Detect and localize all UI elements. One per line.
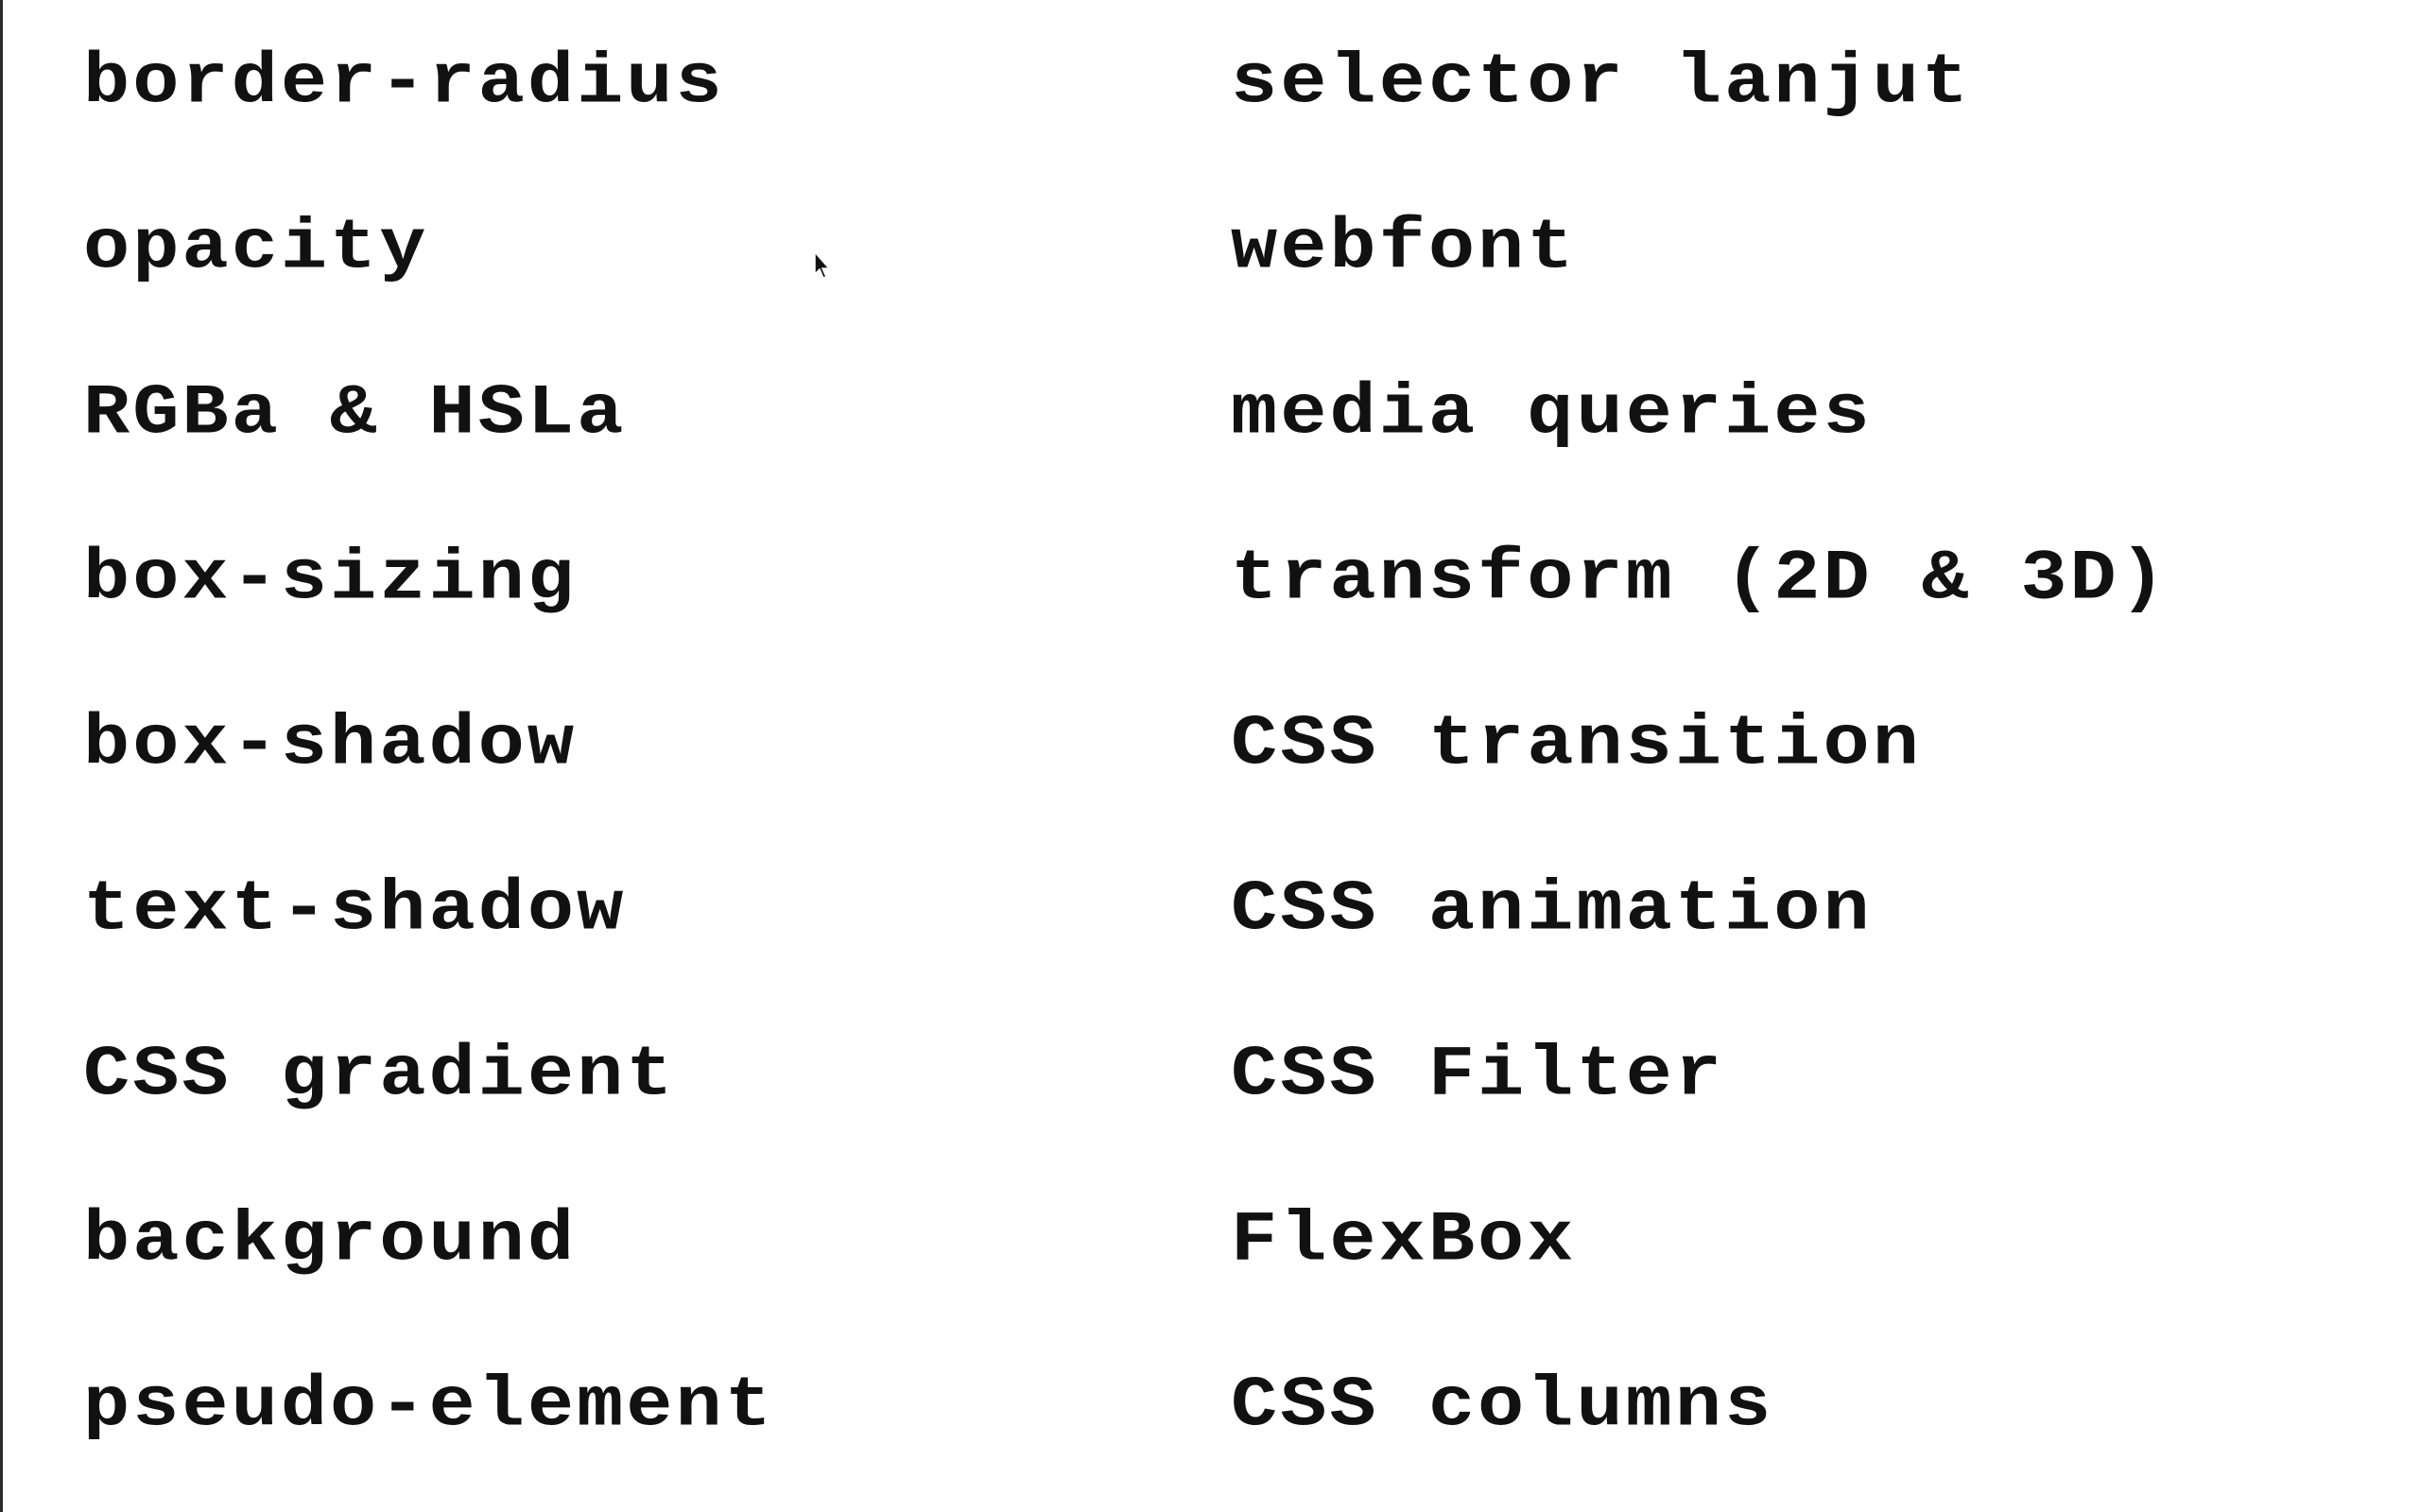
topic-item: box-sizing: [83, 538, 578, 620]
topic-item: CSS transition: [1231, 703, 1922, 785]
slide-left-edge: [0, 0, 3, 1512]
topic-item: CSS gradient: [83, 1034, 676, 1116]
topic-item: transform (2D & 3D): [1231, 538, 2169, 620]
mouse-pointer-icon: [814, 251, 831, 279]
left-topic-list: border-radius opacity RGBa & HSLa box-si…: [83, 0, 774, 1488]
topic-item: pseudo-element: [83, 1365, 774, 1447]
topic-item: selector lanjut: [1231, 42, 1972, 124]
topic-item: CSS animation: [1231, 868, 1873, 951]
topic-item: opacity: [83, 207, 429, 289]
topic-item: CSS columns: [1231, 1365, 1774, 1447]
topic-item: CSS Filter: [1231, 1034, 1725, 1116]
topic-item: border-radius: [83, 42, 725, 124]
topic-item: media queries: [1231, 372, 1873, 455]
right-topic-list: selector lanjut webfont media queries tr…: [1231, 0, 2169, 1488]
topic-item: webfont: [1231, 207, 1577, 289]
topic-item: box-shadow: [83, 703, 578, 785]
topic-item: RGBa & HSLa: [83, 372, 627, 455]
topic-item: background: [83, 1199, 578, 1281]
topic-item: text-shadow: [83, 868, 627, 951]
topic-item: FlexBox: [1231, 1199, 1577, 1281]
